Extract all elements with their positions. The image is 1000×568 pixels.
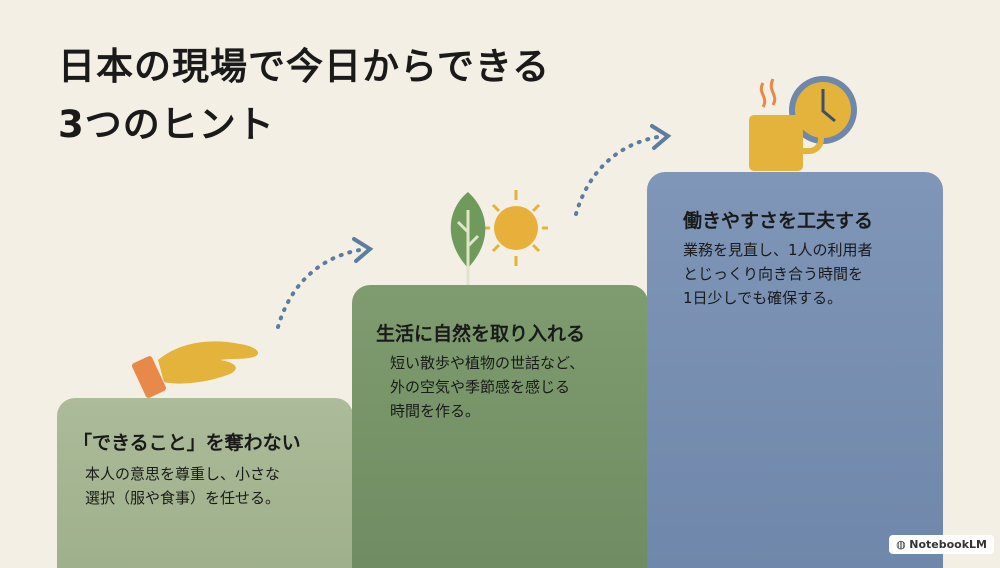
- step-title: 生活に自然を取り入れる: [376, 323, 586, 345]
- step-body: 本人の意思を尊重し、小さな 選択（服や食事）を任せる。: [85, 465, 281, 507]
- leaf-sun-icon: [450, 190, 548, 285]
- step-card-3: 働きやすさを工夫する 業務を見直し、1人の利用者 とじっくり向き合う時間を 1日…: [647, 172, 943, 568]
- hand-icon: [131, 341, 259, 398]
- step-body: 業務を見直し、1人の利用者 とじっくり向き合う時間を 1日少しでも確保する。: [683, 241, 873, 307]
- notebooklm-badge: ◍ NotebookLM: [889, 535, 994, 554]
- step-title: 働きやすさを工夫する: [683, 210, 874, 232]
- step-card-2: 生活に自然を取り入れる 短い散歩や植物の世話など、 外の空気や季節感を感じる 時…: [352, 285, 648, 568]
- notebooklm-logo-icon: ◍: [896, 538, 910, 551]
- title-line-1: 日本の現場で今日からできる: [58, 45, 551, 88]
- title-line-2: 3つのヒント: [58, 103, 275, 146]
- arrow-1-icon: [276, 237, 374, 329]
- arrow-2-icon: [574, 124, 672, 216]
- badge-label: NotebookLM: [909, 538, 987, 551]
- step-card-1: 「できること」を奪わない 本人の意思を尊重し、小さな 選択（服や食事）を任せる。: [57, 398, 353, 568]
- mug-clock-icon: [749, 76, 857, 171]
- page-title: 日本の現場で今日からできる 3つのヒント: [58, 38, 550, 154]
- step-title: 「できること」を奪わない: [73, 432, 301, 454]
- step-body: 短い散歩や植物の世話など、 外の空気や季節感を感じる 時間を作る。: [390, 354, 585, 420]
